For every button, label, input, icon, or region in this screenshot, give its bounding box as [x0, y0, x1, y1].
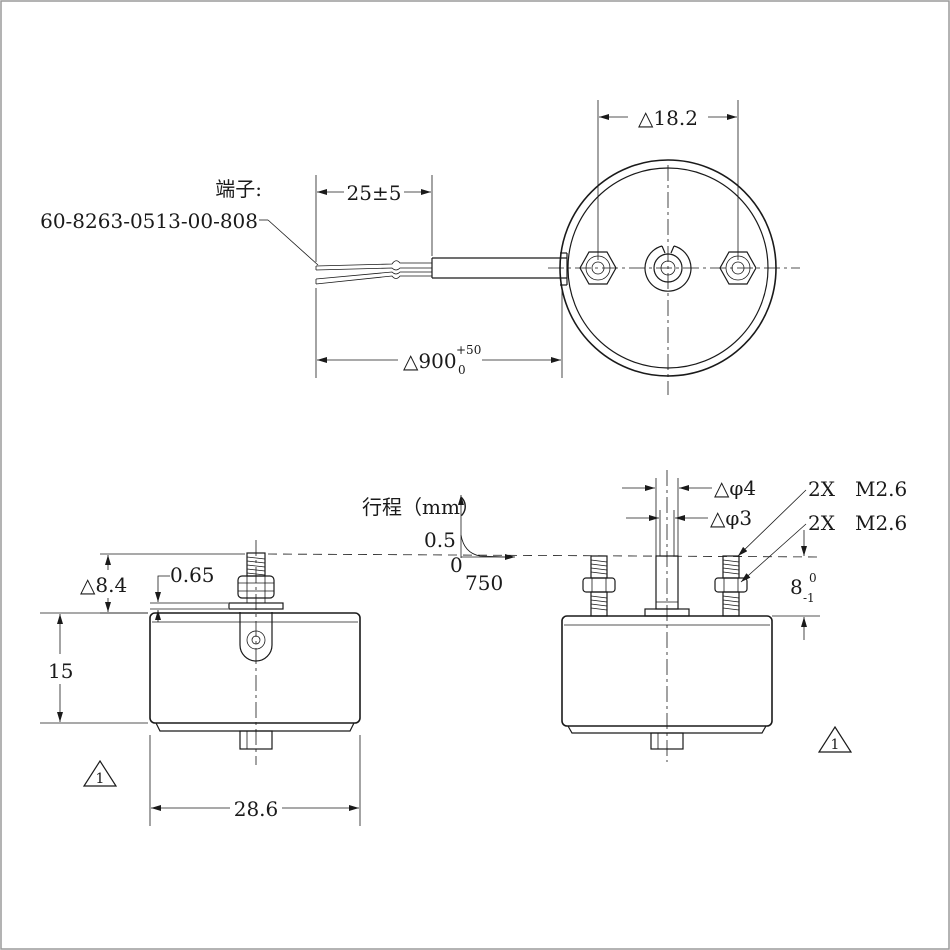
- right-stud-left: [582, 555, 616, 617]
- washer-thickness-label: 0.65: [170, 563, 215, 587]
- side-view-left: △8.4 0.65 15 28.6: [40, 540, 361, 826]
- body-diameter-label: 28.6: [234, 797, 279, 821]
- stroke-curve-title: 行程（mm）: [362, 495, 480, 519]
- thread-spec-2: 2X M2.6: [808, 511, 907, 535]
- note-right-number: 1: [831, 737, 840, 753]
- shaft-outer-dia-label: △φ4: [714, 476, 756, 500]
- top-view: △18.2 25±5 端子: 60-8263-0513-00-808 △900 …: [40, 100, 800, 395]
- reference-dashed-line: [267, 553, 821, 558]
- terminal-label: 端子:: [215, 177, 262, 201]
- stud-height-label: △8.4: [80, 573, 127, 597]
- dim-strip-length: 25±5: [315, 175, 433, 262]
- cable: [315, 252, 568, 286]
- note-left-number: 1: [96, 771, 105, 787]
- thread-spec-1: 2X M2.6: [808, 477, 907, 501]
- left-threaded-stud: [246, 552, 266, 604]
- stroke-origin: 0: [450, 553, 463, 577]
- terminal-callout: 端子: 60-8263-0513-00-808: [40, 177, 319, 266]
- stroke-x-value: 750: [465, 571, 503, 595]
- body-height-label: 15: [48, 659, 73, 683]
- bolt-spacing-label: △18.2: [638, 106, 698, 130]
- cable-tol-upper: +50: [456, 343, 481, 357]
- side-view-right: △φ4 △φ3 2X M2.6 2X M2.6 8 0 -1: [561, 470, 907, 762]
- thread-callouts: 2X M2.6 2X M2.6: [737, 477, 907, 583]
- thread-tol-lower: -1: [803, 591, 815, 605]
- note-triangle-right: 1: [817, 725, 853, 753]
- dim-stud-height: △8.4: [80, 553, 245, 614]
- dim-shaft-inner-dia: △φ3: [626, 506, 752, 556]
- shaft-inner-dia-label: △φ3: [710, 506, 752, 530]
- right-top-shaft: [655, 555, 679, 610]
- stroke-curve: 行程（mm） 0.5 0 750: [362, 495, 515, 595]
- dim-bolt-spacing: △18.2: [597, 100, 739, 260]
- strip-length-label: 25±5: [347, 181, 402, 205]
- dim-thread-length: 8 0 -1: [772, 530, 820, 640]
- thread-tol-upper: 0: [809, 571, 817, 585]
- cable-tol-lower: 0: [458, 363, 466, 377]
- dim-body-height: 15: [40, 612, 148, 724]
- thread-length-label: 8: [790, 575, 803, 599]
- right-stud-right: [714, 555, 748, 617]
- left-body: [149, 612, 361, 724]
- dim-cable-length: △900 +50 0: [315, 288, 563, 378]
- stroke-y-value: 0.5: [424, 528, 456, 552]
- note-triangle-left: 1: [82, 759, 118, 787]
- shaft-clip: [644, 245, 692, 292]
- cable-length-label: △900: [403, 349, 457, 373]
- dim-body-diameter: 28.6: [149, 735, 361, 826]
- terminal-part-number: 60-8263-0513-00-808: [40, 209, 258, 233]
- left-terminal-lug: [239, 612, 273, 662]
- dim-washer-thickness: 0.65: [150, 563, 228, 622]
